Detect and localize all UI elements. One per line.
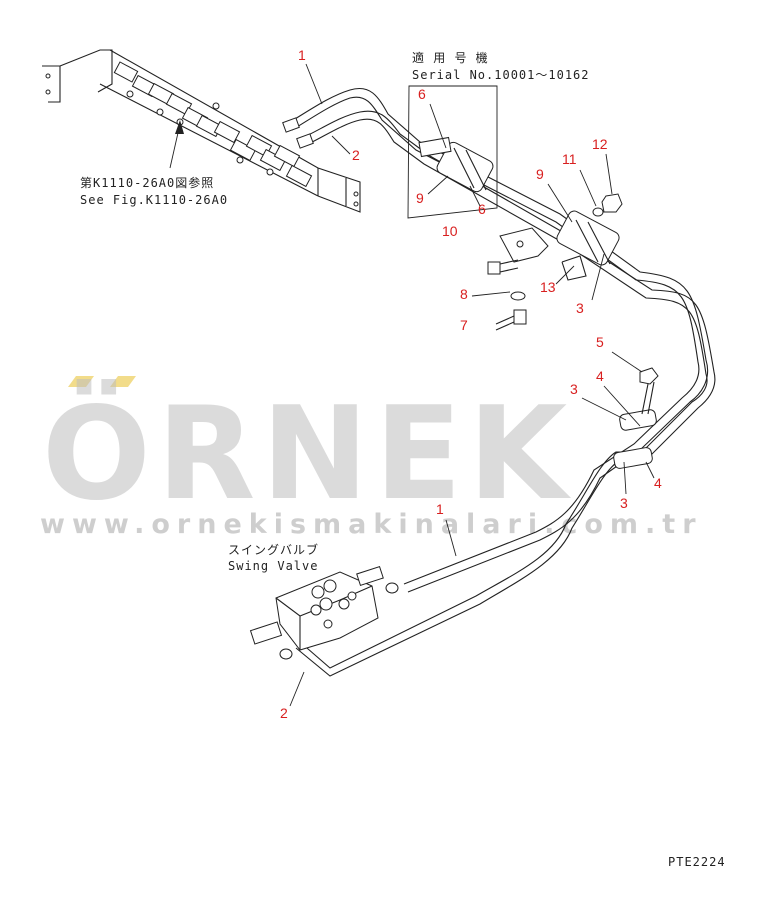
figure-code: PTE2224 [668,855,726,869]
pipe-2-fitting [296,133,314,149]
watermark-accent-right [110,376,136,387]
watermark-brand: ÖRNEK [42,379,573,529]
callout-3-mid: 3 [570,381,578,397]
reference-arrow [175,120,184,134]
serial-jp: 適 用 号 機 [412,50,489,65]
callout-6-top: 6 [418,86,426,102]
callout-3-top: 3 [576,300,584,316]
bolt-10 [487,259,519,275]
callout-8: 8 [460,286,468,302]
watermark: ÖRNEK www.ornekismakinalari.com.tr [40,376,703,540]
serial-box-outline [407,85,498,219]
callout-11: 11 [562,151,577,167]
serial-detail-box: 適 用 号 機 Serial No.10001～10162 [407,50,590,219]
callout-9-left: 9 [416,190,424,206]
pipe-assembly [282,88,716,677]
clamp-bracket [499,227,549,263]
callout-2-upper: 2 [352,147,360,163]
clamp-plate-13 [561,255,587,281]
callout-5: 5 [596,334,604,350]
see-fig-jp: 第K1110-26A0図参照 [80,175,214,190]
valve-rail [109,49,361,213]
bolt-7 [495,309,527,331]
washer-8 [510,291,526,301]
callout-4-mid: 4 [596,368,604,384]
callout-9-right: 9 [536,166,544,182]
clamp-upper [436,141,494,193]
swing-valve-body [275,571,379,651]
watermark-accent-left [68,376,94,387]
swing-valve: スイングバルブ Swing Valve [228,542,399,660]
serial-en: Serial No.10001～10162 [412,68,590,82]
callout-4-low: 4 [654,475,662,491]
pipe-1-inner [291,96,700,585]
callout-7: 7 [460,317,468,333]
bolt-5 [639,367,659,415]
washer-11 [592,207,604,217]
callouts: 1 2 6 9 6 9 11 12 10 8 13 3 7 5 3 4 4 3 … [280,47,662,721]
callout-2-lower: 2 [280,705,288,721]
clamp-lower-a [619,409,657,431]
watermark-url: www.ornekismakinalari.com.tr [40,509,703,540]
bracket-left [42,65,61,103]
pipe-1-outer [289,88,708,593]
nut-12 [601,193,623,213]
clamp-lower-b [613,447,653,469]
callout-1-upper: 1 [298,47,306,63]
control-valve-bank: 第K1110-26A0図参照 See Fig.K1110-26A0 [42,49,361,213]
valve-row [113,61,313,188]
swing-valve-en: Swing Valve [228,559,318,573]
callout-1-lower: 1 [436,501,444,517]
callout-3-low: 3 [620,495,628,511]
pipe-2-outer [295,110,716,677]
callout-13: 13 [540,279,556,295]
pipe-2-inner [299,118,708,669]
callout-6-bottom: 6 [478,201,486,217]
bracket-top [59,49,113,93]
see-fig-en: See Fig.K1110-26A0 [80,193,228,207]
callout-12: 12 [592,136,608,152]
callout-10: 10 [442,223,458,239]
swing-valve-jp: スイングバルブ [228,542,319,557]
swing-valve-port-left [249,621,283,645]
swing-valve-port-right [356,565,384,587]
pipe-1-fitting [282,117,300,133]
